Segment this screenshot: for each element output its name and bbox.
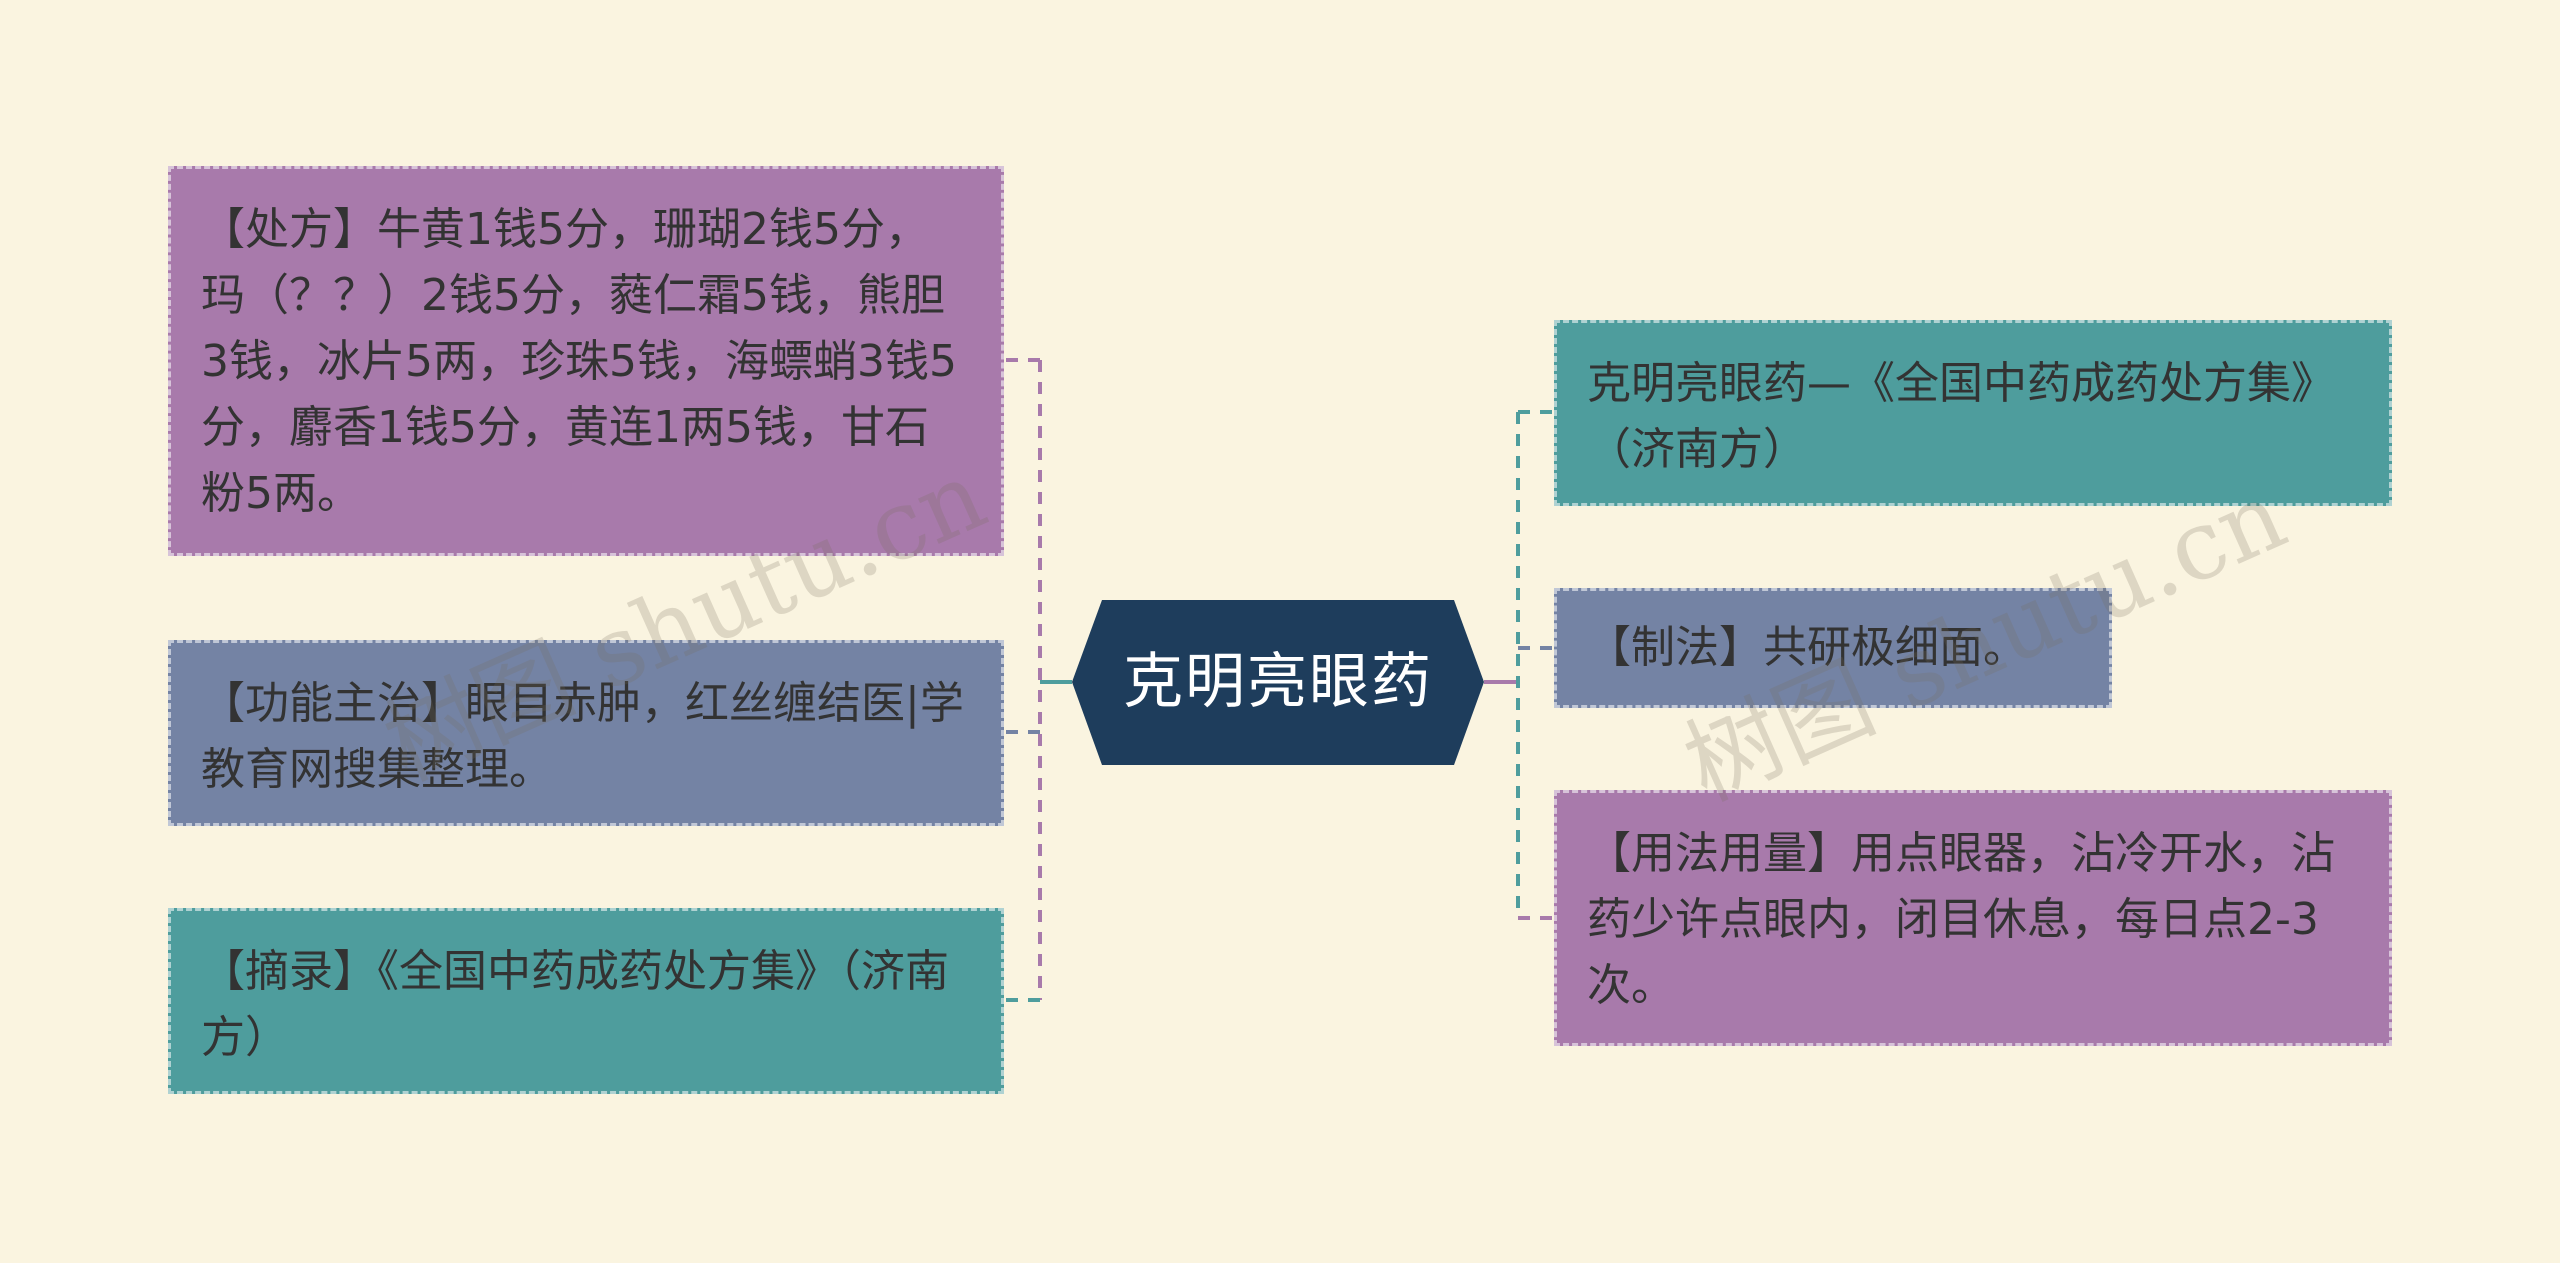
node-source-title-text: 克明亮眼药—《全国中药成药处方集》（济南方） xyxy=(1587,358,2335,475)
node-prescription-text: 【处方】牛黄1钱5分，珊瑚2钱5分，玛（？？）2钱5分，蕤仁霜5钱，熊胆3钱，冰… xyxy=(201,204,957,519)
node-excerpt[interactable]: 【摘录】《全国中药成药处方集》（济南方） xyxy=(168,908,1004,1094)
node-preparation[interactable]: 【制法】共研极细面。 xyxy=(1554,588,2112,708)
center-hexagon-shape xyxy=(1072,600,1484,765)
node-source-title[interactable]: 克明亮眼药—《全国中药成药处方集》（济南方） xyxy=(1554,320,2392,506)
node-excerpt-text: 【摘录】《全国中药成药处方集》（济南方） xyxy=(201,946,949,1063)
center-node[interactable]: 克明亮眼药 xyxy=(1072,600,1484,765)
node-function-indication[interactable]: 【功能主治】眼目赤肿，红丝缠结医|学教育网搜集整理。 xyxy=(168,640,1004,826)
node-preparation-text: 【制法】共研极细面。 xyxy=(1587,622,2027,673)
node-function-indication-text: 【功能主治】眼目赤肿，红丝缠结医|学教育网搜集整理。 xyxy=(201,678,964,795)
node-usage-dosage-text: 【用法用量】用点眼器，沾冷开水，沾药少许点眼内，闭目休息，每日点2-3次。 xyxy=(1587,828,2335,1011)
center-title: 克明亮眼药 xyxy=(1123,647,1433,717)
node-usage-dosage[interactable]: 【用法用量】用点眼器，沾冷开水，沾药少许点眼内，闭目休息，每日点2-3次。 xyxy=(1554,790,2392,1046)
node-prescription[interactable]: 【处方】牛黄1钱5分，珊瑚2钱5分，玛（？？）2钱5分，蕤仁霜5钱，熊胆3钱，冰… xyxy=(168,166,1004,556)
